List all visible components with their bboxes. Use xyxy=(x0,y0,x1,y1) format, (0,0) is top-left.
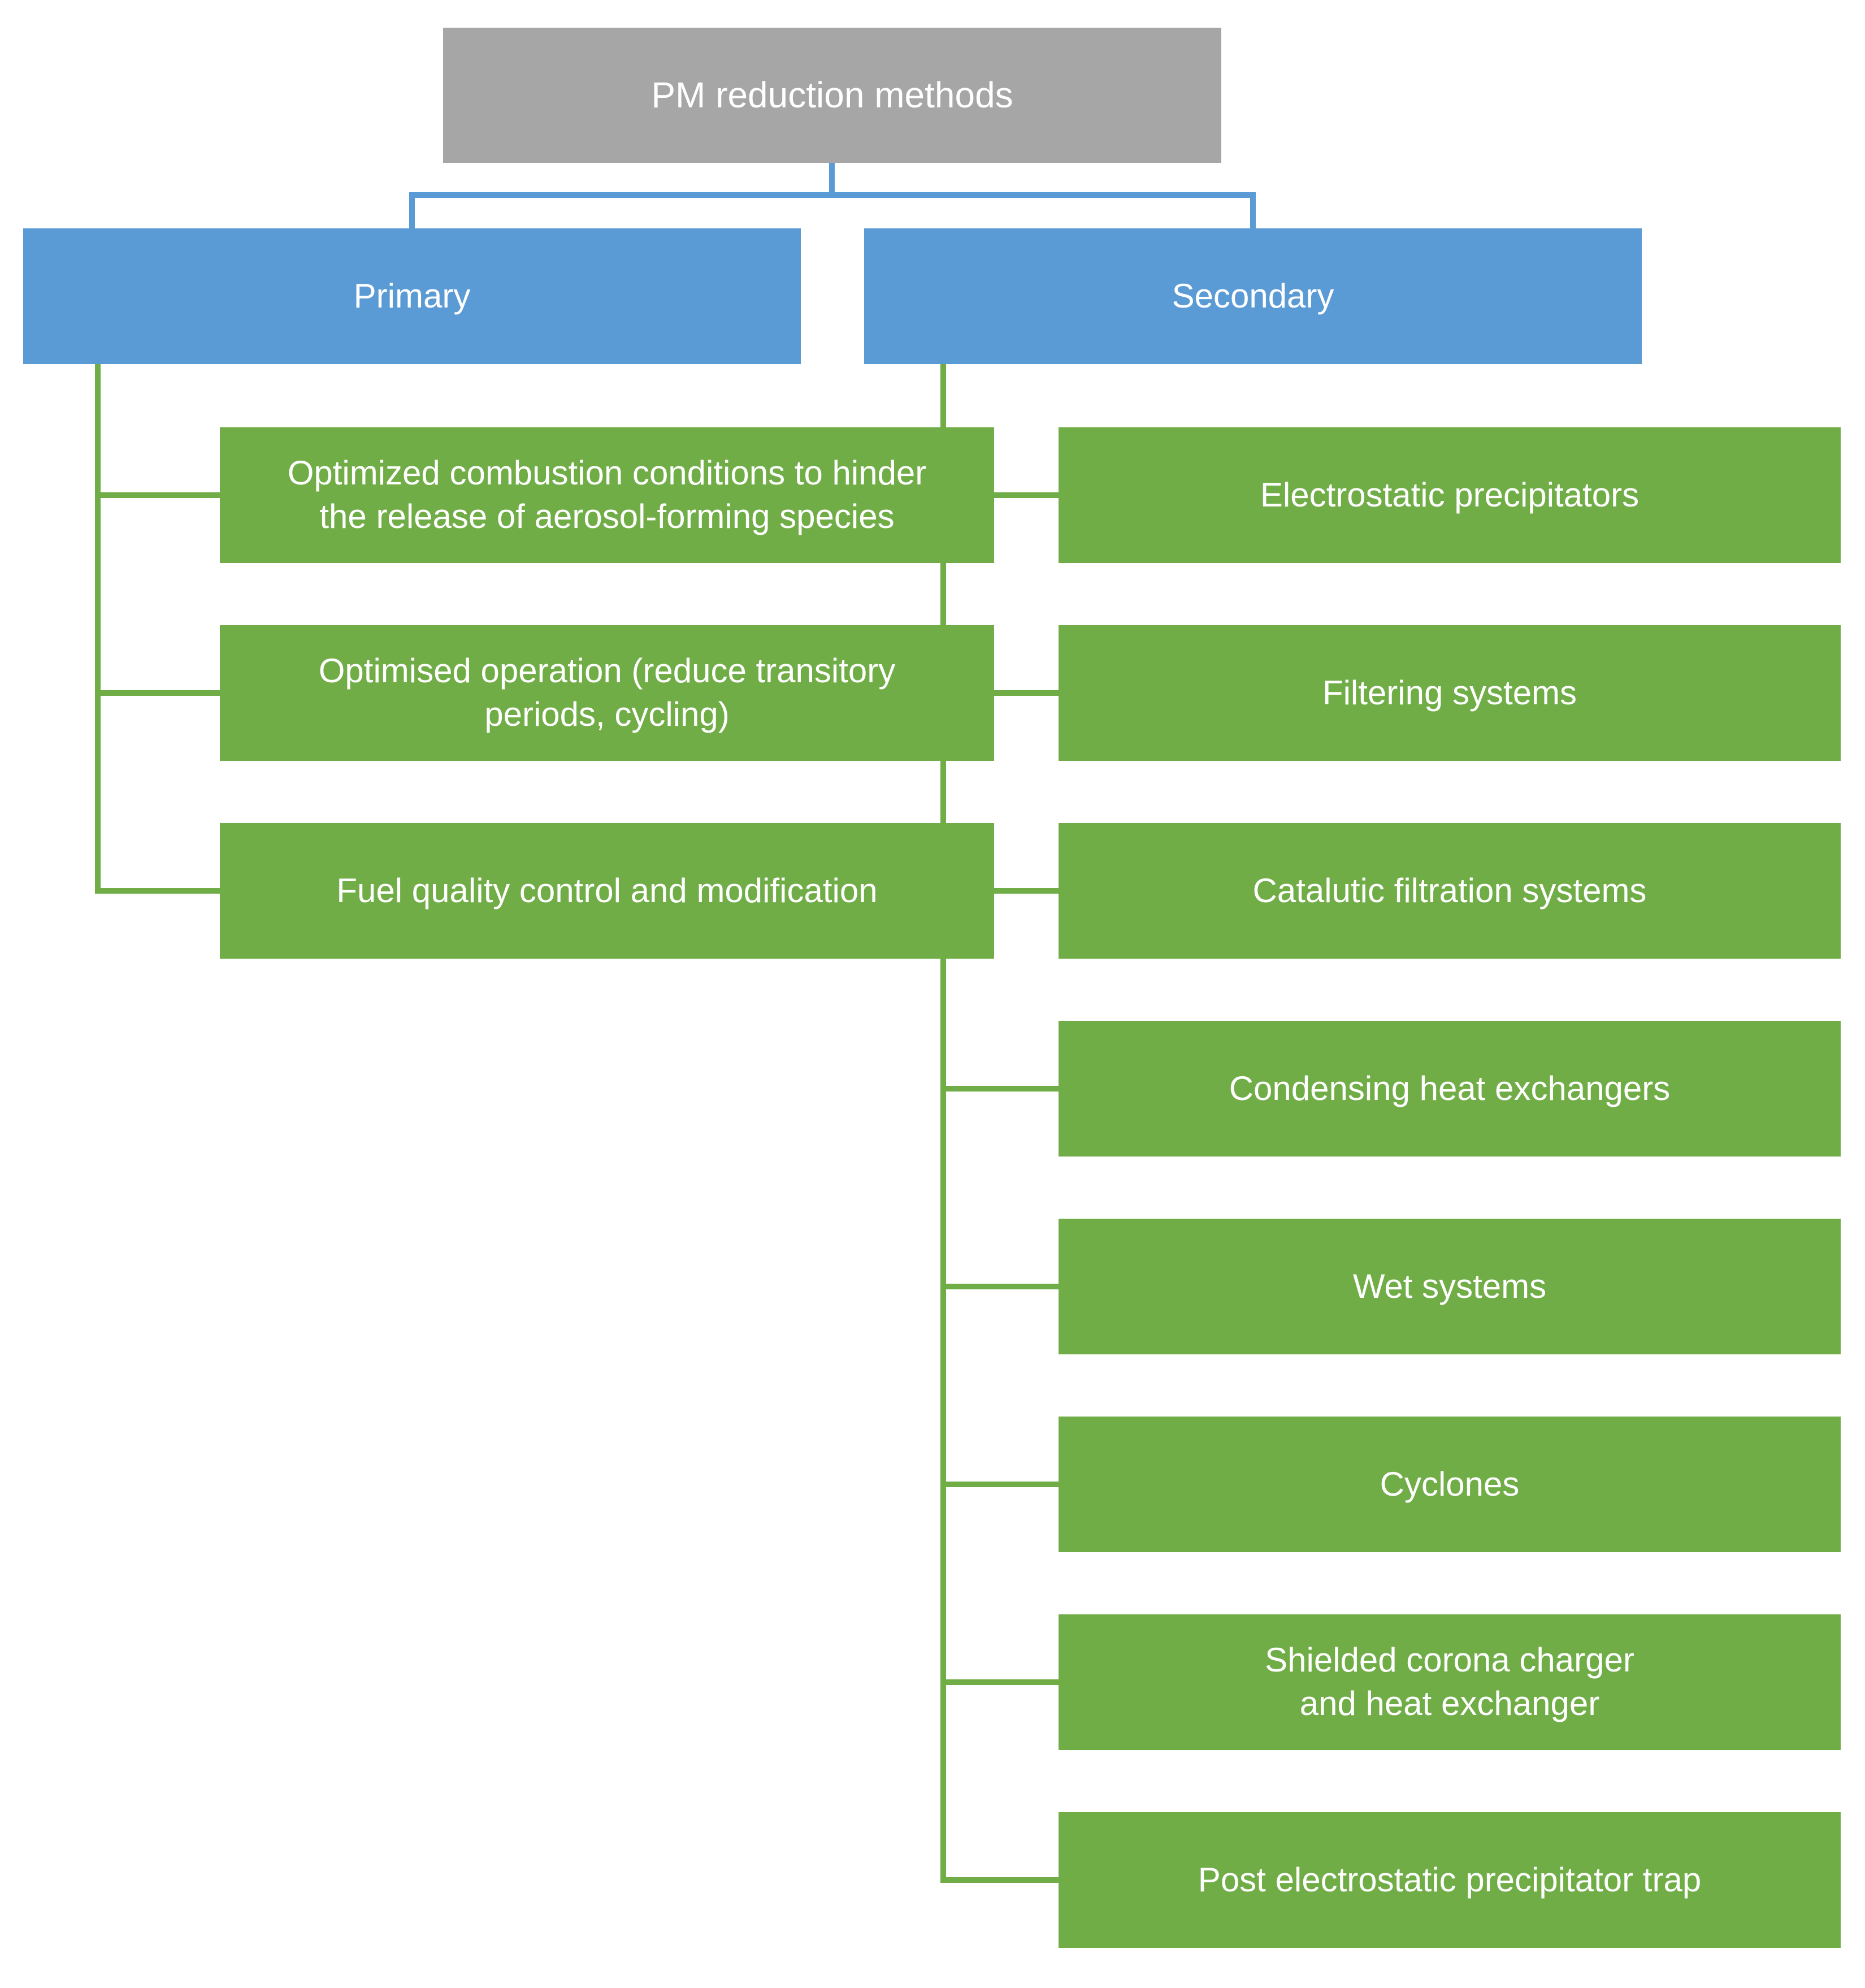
connector-drop-primary xyxy=(409,192,415,228)
connector-stub-secondary-1 xyxy=(940,492,1059,498)
connector-stub-secondary-8 xyxy=(940,1877,1059,1883)
connector-stub-secondary-4 xyxy=(940,1086,1059,1092)
connector-secondary-spine xyxy=(940,364,946,1883)
leaf-node-fuel-quality-control: Fuel quality control and modification xyxy=(220,823,994,959)
root-node-pm-reduction-methods: PM reduction methods xyxy=(443,28,1221,163)
connector-stub-secondary-7 xyxy=(940,1679,1059,1685)
leaf-node-cyclones: Cyclones xyxy=(1059,1417,1841,1552)
connector-stub-secondary-6 xyxy=(940,1482,1059,1487)
leaf-node-post-electrostatic-precipitator-trap: Post electrostatic precipitator trap xyxy=(1059,1812,1841,1948)
connector-stub-primary-2 xyxy=(95,690,220,696)
connector-root-horizontal xyxy=(409,192,1256,198)
connector-primary-spine xyxy=(95,364,101,894)
leaf-node-optimized-combustion-conditions: Optimized combustion conditions to hinde… xyxy=(220,427,994,563)
connector-drop-secondary xyxy=(1250,192,1256,228)
connector-stub-primary-3 xyxy=(95,888,220,894)
connector-stub-secondary-2 xyxy=(940,690,1059,696)
connector-root-stem xyxy=(829,163,835,198)
branch-node-primary: Primary xyxy=(23,228,801,364)
leaf-node-wet-systems: Wet systems xyxy=(1059,1219,1841,1354)
leaf-node-filtering-systems: Filtering systems xyxy=(1059,625,1841,761)
leaf-node-shielded-corona-charger: Shielded corona charger and heat exchang… xyxy=(1059,1614,1841,1750)
connector-stub-secondary-5 xyxy=(940,1284,1059,1289)
connector-stub-primary-1 xyxy=(95,492,220,498)
leaf-node-condensing-heat-exchangers: Condensing heat exchangers xyxy=(1059,1021,1841,1157)
leaf-node-optimised-operation: Optimised operation (reduce transitory p… xyxy=(220,625,994,761)
leaf-node-electrostatic-precipitators: Electrostatic precipitators xyxy=(1059,427,1841,563)
branch-node-secondary: Secondary xyxy=(864,228,1642,364)
leaf-node-catalutic-filtration-systems: Catalutic filtration systems xyxy=(1059,823,1841,959)
connector-stub-secondary-3 xyxy=(940,888,1059,894)
